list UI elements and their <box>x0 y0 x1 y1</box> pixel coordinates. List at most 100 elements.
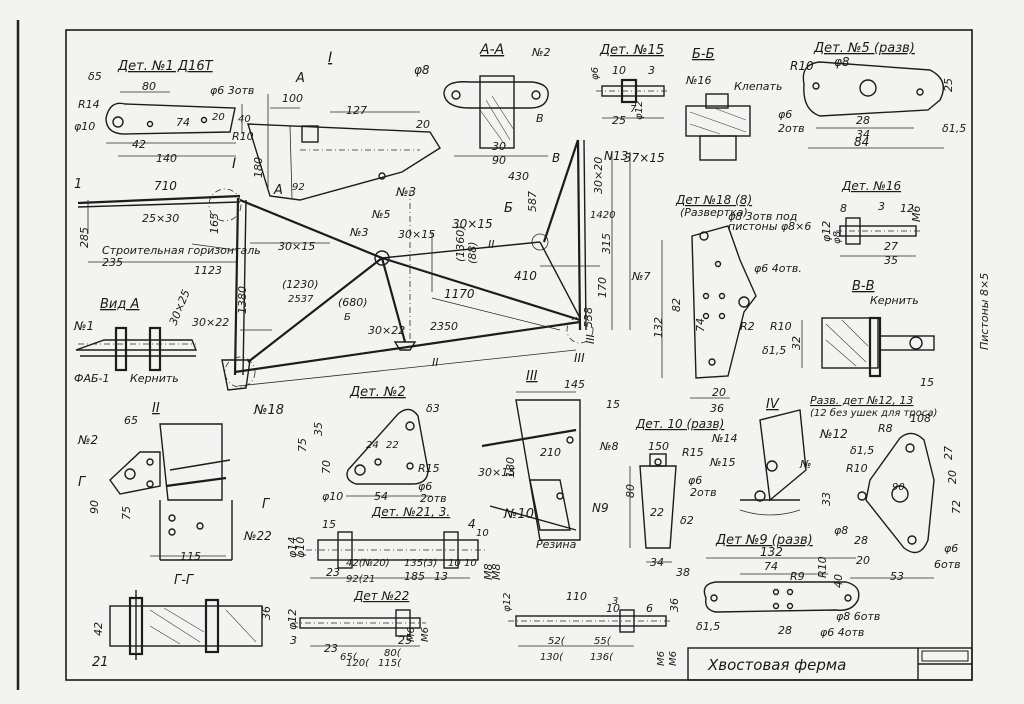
det9rod-label: 3 <box>612 596 618 607</box>
det2-label: 24 <box>366 440 379 451</box>
detII-heading: II <box>152 401 160 416</box>
det213-label: 185 <box>404 570 425 583</box>
viewA-label: №1 <box>73 319 94 333</box>
section-G-G <box>109 590 263 660</box>
truss-label: III <box>584 334 597 344</box>
truss-label: 30×15 <box>452 217 493 231</box>
viewI-label: 127 <box>346 104 367 117</box>
truss-label: 1420 <box>590 210 615 221</box>
detail-5 <box>802 61 944 149</box>
det1-label: R10 <box>232 130 254 143</box>
det9-label: 74 <box>764 560 778 573</box>
det9rod-label: φ12 <box>502 593 513 612</box>
det15-heading: Дет. №15 <box>599 43 664 58</box>
det213-label: 92(21 <box>346 574 375 585</box>
drawing-frame <box>65 29 973 681</box>
detail-12-13 <box>850 432 935 579</box>
detII-label: 90 <box>88 500 101 514</box>
section-B-B <box>685 93 751 161</box>
det5-heading: Дет. №5 (разв) <box>813 41 915 56</box>
det22-label: 120( <box>346 658 370 669</box>
det2-label: 70 <box>320 460 333 474</box>
det213-label: 10 <box>448 558 461 569</box>
detail-21-3 <box>306 531 488 579</box>
det1-label: 20 <box>212 112 225 123</box>
secVV-label: Кернить <box>870 294 919 307</box>
det1213-label: 6отв <box>934 558 961 571</box>
det18-label: φ6 4отв. <box>754 262 802 275</box>
detail-10 <box>629 453 677 563</box>
detII-label: Г <box>78 475 87 490</box>
truss-label: 430 <box>508 170 529 183</box>
det22-label: 3 <box>290 634 297 647</box>
detIII-label: 15 <box>606 398 620 411</box>
det1213-label: φ6 <box>944 542 958 555</box>
truss-label: 710 <box>154 179 177 193</box>
detail-III <box>481 391 581 541</box>
det1213-label: 27 <box>942 446 955 460</box>
det9-label: 132 <box>760 545 783 559</box>
det1213-label: 20 <box>856 554 870 567</box>
det22-label: 25 <box>398 634 412 647</box>
det16-label: φ8 <box>832 231 843 244</box>
truss-label: 1123 <box>194 264 222 277</box>
truss-label: 30×25 <box>167 288 193 327</box>
det9rod-label: 52( <box>548 636 566 647</box>
truss-label: (88) <box>466 241 479 264</box>
detIII-label: №8 <box>599 440 618 453</box>
truss-label: (1230) <box>282 278 319 291</box>
secGG-label: 42 <box>92 622 105 636</box>
detII-label: 65 <box>124 414 138 427</box>
det213-label: 4 <box>468 517 476 531</box>
det2-label: 22 <box>386 440 399 451</box>
secBB-label: Клепать <box>734 80 782 93</box>
det2-heading: Дет. №2 <box>349 385 406 400</box>
det2-label: 35 <box>312 422 325 436</box>
det5-label: 84 <box>854 135 869 149</box>
det5-label: φ8 <box>834 55 850 69</box>
det1213-label: 28 <box>854 534 868 547</box>
det15-label: 25 <box>612 114 626 127</box>
det10-label: 150 <box>648 440 669 453</box>
truss-label: (680) <box>338 296 368 309</box>
truss-label: I <box>232 156 236 172</box>
det18-label: 36 <box>710 402 724 415</box>
det16-heading: Дет. №16 <box>841 179 901 193</box>
truss-label: 1170 <box>444 287 475 301</box>
det18-label: 132 <box>652 317 665 338</box>
det1-heading: Дет. №1 Д16Т <box>117 59 214 74</box>
truss-label: 315 <box>600 233 613 254</box>
det15-label: 7 <box>630 104 637 115</box>
det1213-label: 53 <box>890 570 904 583</box>
truss-label: №5 <box>371 208 390 221</box>
det22-label: 80( <box>384 648 402 659</box>
det22-label: 65( <box>340 652 358 663</box>
section-V-V <box>801 316 935 378</box>
secVV-label: 15 <box>920 376 934 389</box>
det213-label: 10 <box>464 558 477 569</box>
detail-2 <box>346 408 432 497</box>
truss-label: II <box>488 238 495 251</box>
det1-label: R14 <box>78 98 100 111</box>
det5-label: R10 <box>790 59 814 73</box>
det9rod-label: 10 <box>606 602 620 615</box>
det18-label: №7 <box>631 270 650 283</box>
viewA-heading: Вид А <box>100 297 139 312</box>
truss-label: 1 <box>74 177 82 192</box>
det2-label: φ10 <box>322 490 343 503</box>
detIII-heading: III <box>526 369 538 384</box>
det16-label: 8 <box>840 202 847 215</box>
truss-label: 30×22 <box>192 316 229 329</box>
secGG-label: 21 <box>92 655 109 670</box>
secVV-label: Пистоны 8×5 <box>978 273 991 350</box>
truss-label: 30×20 <box>592 157 605 194</box>
det16-label: φ12 <box>820 221 833 242</box>
det18-subheading: (Развертка) <box>680 206 748 219</box>
det5-label: 2отв <box>778 122 805 135</box>
truss-label: 37×15 <box>624 151 665 165</box>
det9rod-label: 55( <box>594 636 612 647</box>
secAA-heading: А-А <box>479 42 504 58</box>
truss-label: В <box>536 112 544 125</box>
det1-label: 74 <box>176 116 190 129</box>
det213-label: 42(№20) <box>346 558 390 569</box>
